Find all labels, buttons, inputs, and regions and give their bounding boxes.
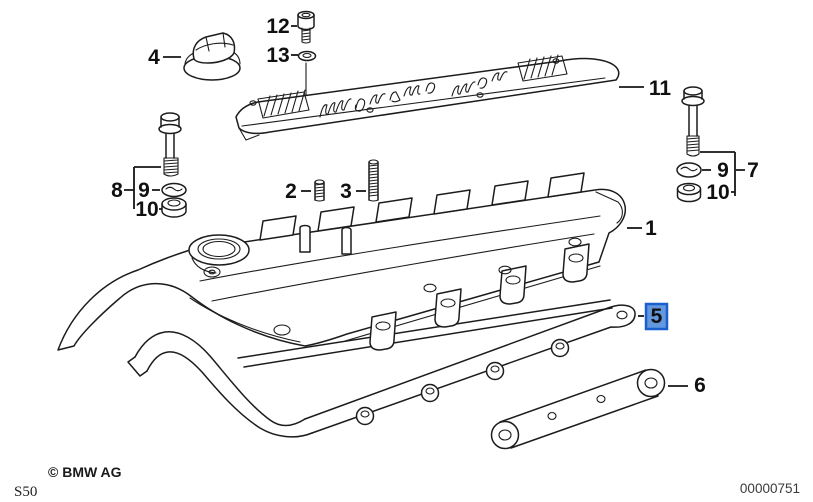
part-1-cylinder-head-cover	[57, 172, 627, 351]
part-6-gasket-strip	[490, 368, 666, 450]
callout-1[interactable]: 1	[645, 217, 657, 240]
callout-9-left[interactable]: 9	[138, 179, 150, 202]
copyright-text: © BMW AG	[48, 464, 122, 480]
part-5-gasket-far-run	[237, 299, 613, 368]
callout-5[interactable]: 5	[651, 305, 663, 328]
callout-6[interactable]: 6	[694, 374, 706, 397]
part-3-stud	[368, 159, 379, 202]
callout-labels: 12 13 4 11 8 9 10 2 3 9 7 10 1 6	[111, 15, 759, 397]
part-12-screw	[297, 10, 315, 96]
part-11-upper-cover	[235, 54, 620, 141]
part-9-washer-left	[161, 182, 187, 198]
part-10-seal-left	[161, 197, 187, 218]
callout-11[interactable]: 11	[649, 77, 672, 100]
callout-12[interactable]: 12	[266, 15, 289, 38]
part-8-bolt	[158, 112, 182, 177]
callout-2[interactable]: 2	[285, 180, 297, 203]
callout-7[interactable]: 7	[747, 159, 759, 182]
part-7-bolt	[681, 86, 705, 157]
callout-13[interactable]: 13	[266, 44, 289, 67]
leader-lines	[124, 25, 745, 387]
part-2-stud	[314, 179, 325, 202]
part-9-washer-right	[676, 162, 702, 178]
document-number-text: 00000751	[740, 481, 800, 496]
callout-4[interactable]: 4	[148, 46, 160, 69]
callout-8[interactable]: 8	[111, 179, 123, 202]
part-5-gasket	[127, 304, 636, 438]
part-10-seal-right	[676, 182, 702, 203]
callout-3[interactable]: 3	[340, 180, 352, 203]
footer: © BMW AG S50 00000751	[14, 464, 800, 500]
part-13-washer	[297, 50, 317, 62]
callout-10-left[interactable]: 10	[135, 198, 158, 221]
selected-callout-box[interactable]	[644, 302, 669, 331]
model-code-text: S50	[14, 484, 37, 500]
callout-10-right[interactable]: 10	[706, 181, 729, 204]
callout-9-right[interactable]: 9	[717, 159, 729, 182]
selected-callout-5[interactable]: 5	[644, 302, 669, 331]
part-4-oil-filler-cap	[183, 32, 241, 81]
